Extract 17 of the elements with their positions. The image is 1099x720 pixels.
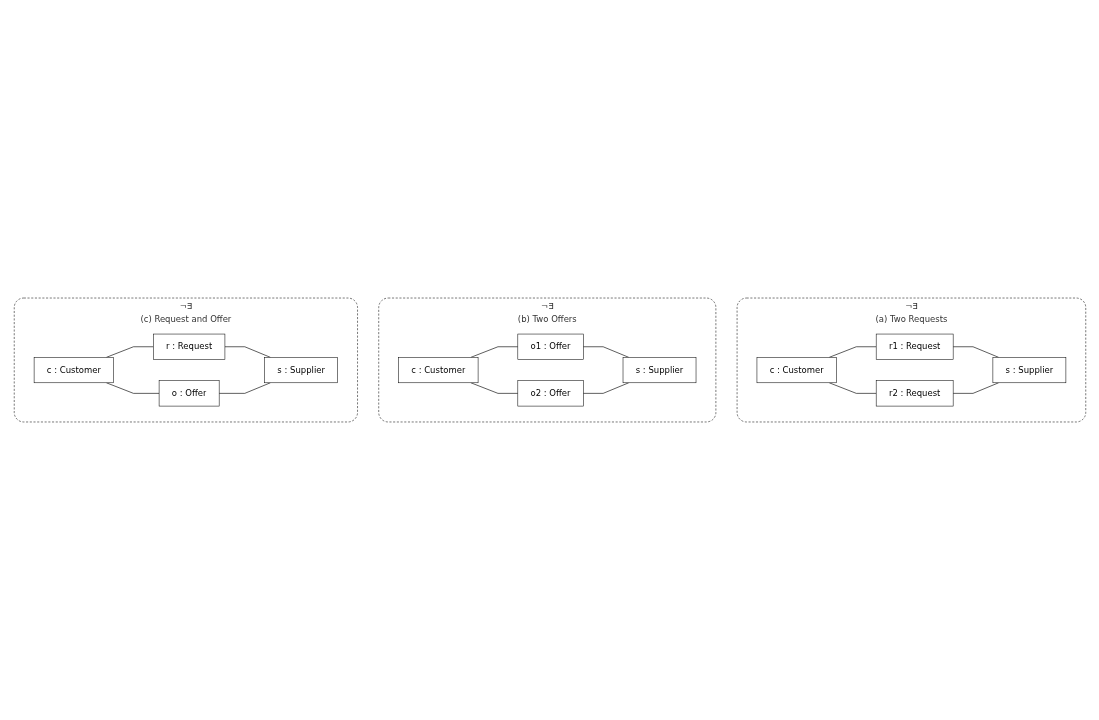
node-box: s : Supplier — [622, 357, 696, 384]
connector — [582, 346, 629, 358]
node-box: c : Customer — [33, 357, 114, 384]
node-box: o2 : Offer — [517, 380, 584, 407]
node-box: o1 : Offer — [517, 333, 584, 360]
node-box: s : Supplier — [992, 357, 1066, 384]
connector — [952, 382, 999, 394]
node-box: s : Supplier — [263, 357, 338, 384]
node-box: r : Request — [152, 333, 225, 360]
node-box: o : Offer — [158, 380, 219, 407]
node-box: c : Customer — [397, 357, 478, 384]
node-box: r2 : Request — [875, 380, 953, 407]
connector — [224, 346, 271, 358]
connector — [470, 382, 518, 394]
connector — [582, 382, 629, 394]
node-box: c : Customer — [756, 357, 837, 384]
node-box: r1 : Request — [875, 333, 953, 360]
